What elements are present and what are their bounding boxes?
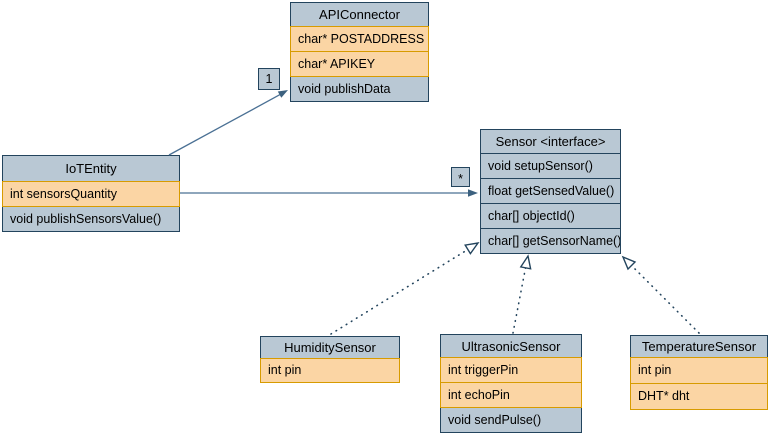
class-sensor-interface: Sensor <interface> void setupSensor() fl…	[480, 129, 621, 254]
hollow-triangle-icon	[621, 255, 637, 271]
class-ultrasonicsensor: UltrasonicSensor int triggerPin int echo…	[440, 334, 582, 433]
realization-edge-ultrasonicsensor-sensor	[512, 254, 532, 334]
arrowhead-icon	[468, 189, 478, 197]
arrowhead-icon	[277, 90, 288, 98]
class-temperaturesensor: TemperatureSensor int pin DHT* dht	[630, 335, 768, 410]
class-method: float getSensedValue()	[480, 178, 621, 204]
class-title: APIConnector	[290, 2, 429, 27]
realization-edge-temperaturesensor-sensor	[621, 255, 700, 334]
class-humiditysensor: HumiditySensor int pin	[260, 336, 400, 383]
class-title: TemperatureSensor	[630, 335, 768, 358]
multiplicity-label-one: 1	[258, 68, 280, 90]
class-iotentity: IoTEntity int sensorsQuantity void publi…	[2, 155, 180, 232]
class-method: void sendPulse()	[440, 407, 582, 433]
class-title: Sensor <interface>	[480, 129, 621, 154]
class-method: void publishSensorsValue()	[2, 206, 180, 232]
class-apiconnector: APIConnector char* POSTADDRESS char* API…	[290, 2, 429, 102]
class-attribute: int sensorsQuantity	[2, 181, 180, 207]
class-attribute: char* APIKEY	[290, 51, 429, 77]
class-attribute: int pin	[630, 357, 768, 384]
class-attribute: int triggerPin	[440, 357, 582, 383]
class-method: void publishData	[290, 76, 429, 102]
class-title: HumiditySensor	[260, 336, 400, 359]
class-attribute: DHT* dht	[630, 383, 768, 410]
multiplicity-label-many: *	[451, 167, 470, 187]
class-method: void setupSensor()	[480, 153, 621, 179]
class-attribute: int pin	[260, 358, 400, 383]
class-title: UltrasonicSensor	[440, 334, 582, 358]
class-attribute: int echoPin	[440, 382, 582, 408]
class-method: char[] objectId()	[480, 203, 621, 229]
class-method: char[] getSensorName()	[480, 228, 621, 254]
class-title: IoTEntity	[2, 155, 180, 182]
class-attribute: char* POSTADDRESS	[290, 26, 429, 52]
association-edge-iotentity-sensor	[180, 189, 478, 197]
association-edge-iotentity-apiconnector	[168, 90, 288, 156]
realization-edge-humiditysensor-sensor	[330, 242, 480, 335]
hollow-triangle-icon	[464, 242, 480, 255]
hollow-triangle-icon	[519, 254, 532, 270]
